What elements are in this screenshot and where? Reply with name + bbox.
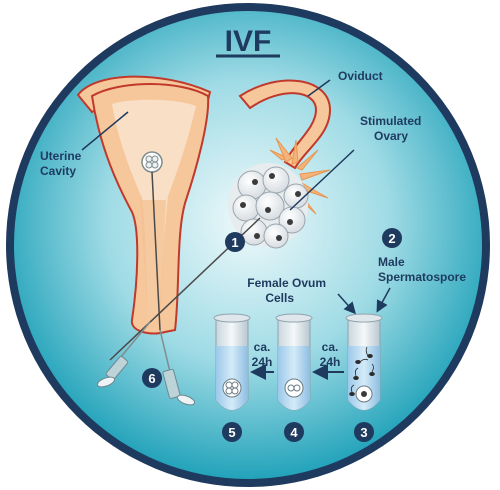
stimulated-ovary bbox=[228, 163, 309, 249]
male-label-line1: Male bbox=[378, 255, 405, 269]
svg-text:1: 1 bbox=[231, 235, 238, 250]
test-tube-4 bbox=[275, 313, 313, 411]
ovary-leader bbox=[289, 149, 355, 211]
svg-text:5: 5 bbox=[228, 425, 235, 440]
implanted-embryo bbox=[141, 151, 163, 173]
female-arrow bbox=[337, 293, 356, 315]
stimulated-ovary-label-line2: Ovary bbox=[374, 129, 408, 143]
duration-left-line1: ca. bbox=[254, 340, 271, 354]
svg-text:4: 4 bbox=[290, 425, 298, 440]
duration-right-line2: 24h bbox=[320, 355, 341, 369]
step-badge-2: 2 bbox=[382, 228, 402, 248]
step-badge-4: 4 bbox=[284, 422, 304, 442]
test-tube-3 bbox=[345, 313, 383, 411]
svg-text:6: 6 bbox=[148, 371, 155, 386]
right-syringe bbox=[159, 329, 196, 406]
uterine-cavity-label-line1: Uterine bbox=[40, 149, 82, 163]
oviduct-label: Oviduct bbox=[338, 69, 383, 83]
male-arrow bbox=[376, 287, 391, 313]
stimulated-ovary-label-line1: Stimulated bbox=[360, 114, 421, 128]
oviduct-leader bbox=[307, 79, 331, 97]
test-tube-5 bbox=[213, 313, 251, 411]
left-syringe bbox=[96, 321, 151, 388]
female-label-line2: Cells bbox=[265, 291, 294, 305]
duration-right-line1: ca. bbox=[322, 340, 339, 354]
uterine-cavity-leader bbox=[81, 111, 129, 151]
step-badge-5: 5 bbox=[222, 422, 242, 442]
uterine-cavity-label-line2: Cavity bbox=[40, 164, 76, 178]
transfer-catheter bbox=[151, 171, 161, 331]
step-badge-3: 3 bbox=[354, 422, 374, 442]
svg-text:2: 2 bbox=[388, 231, 395, 246]
duration-left-line2: 24h bbox=[252, 355, 273, 369]
svg-text:3: 3 bbox=[360, 425, 367, 440]
step-badge-1: 1 bbox=[225, 232, 245, 252]
female-label-line1: Female Ovum bbox=[247, 276, 326, 290]
male-label-line2: Spermatospore bbox=[378, 270, 466, 284]
diagram-title: IVF bbox=[225, 25, 272, 58]
step-badge-6: 6 bbox=[142, 368, 162, 388]
background-disc bbox=[14, 11, 482, 479]
